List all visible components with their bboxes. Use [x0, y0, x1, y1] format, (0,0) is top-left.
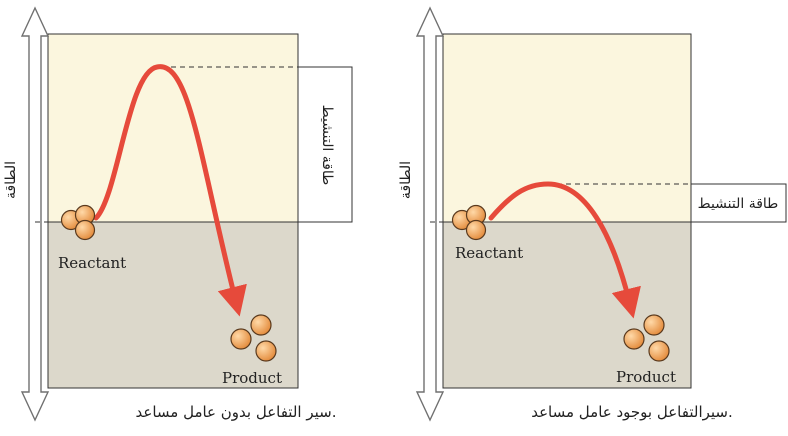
panel-without-catalyst: الطاقة طاقة التنشيط Reactant Product سير… [3, 8, 352, 421]
low-energy-region [48, 222, 298, 388]
panel-caption: سيرالتفاعل بوجود عامل مساعد. [531, 403, 733, 421]
panel-with-catalyst: الطاقة طاقة التنشيط Reactant Product سير… [398, 8, 786, 421]
energy-axis-label: الطاقة [3, 161, 19, 199]
activation-energy-label: طاقة التنشيط [319, 105, 335, 186]
activation-energy-label: طاقة التنشيط [698, 196, 779, 212]
panel-caption: سير التفاعل بدون عامل مساعد. [136, 403, 337, 421]
energy-axis-arrow [22, 8, 48, 420]
energy-axis-label: الطاقة [398, 161, 414, 199]
high-energy-region [48, 34, 298, 222]
high-energy-region [443, 34, 691, 222]
product-label: Product [616, 368, 676, 386]
reactant-label: Reactant [58, 254, 126, 272]
energy-axis-arrow [417, 8, 443, 420]
product-label: Product [222, 369, 282, 387]
reactant-label: Reactant [455, 244, 523, 262]
